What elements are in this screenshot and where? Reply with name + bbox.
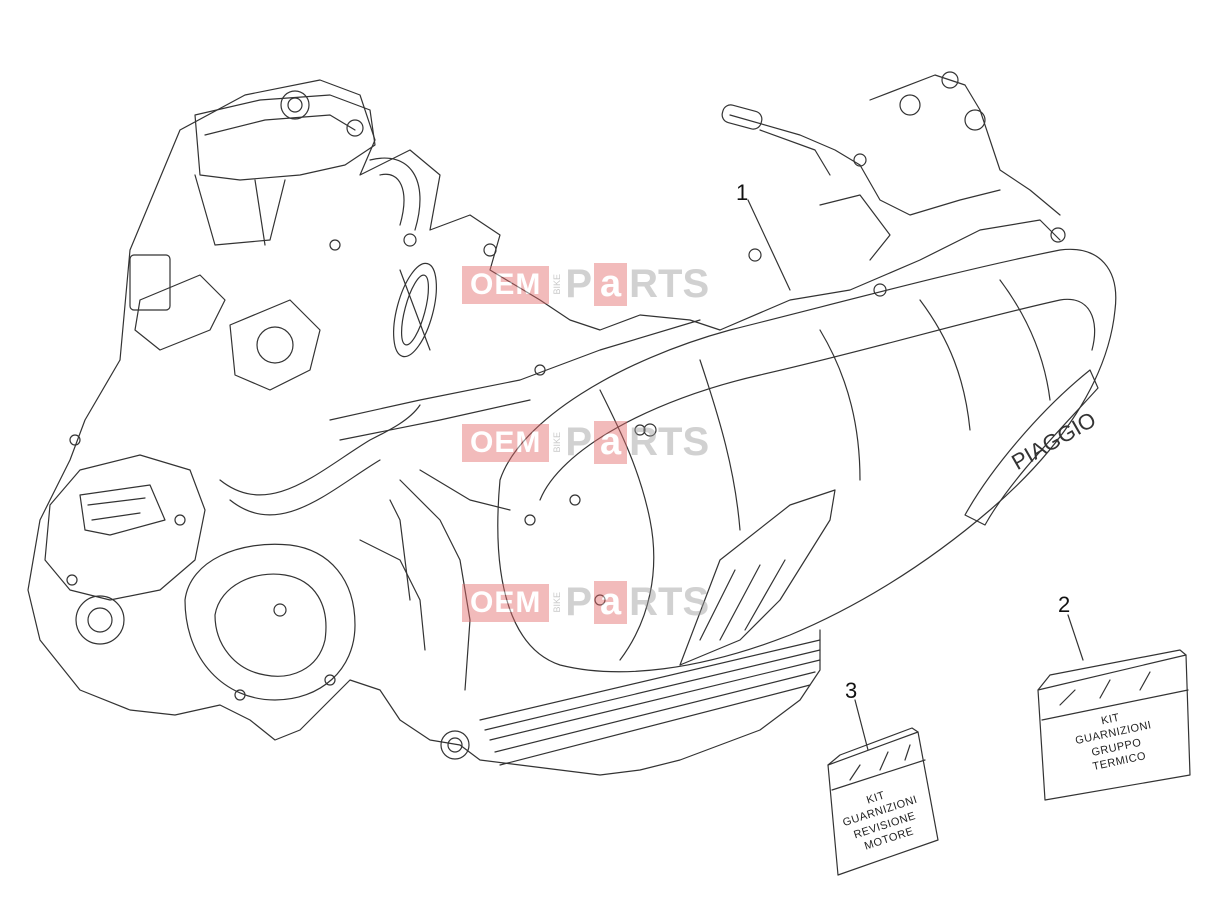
- callout-2[interactable]: 2: [1058, 592, 1071, 617]
- piaggio-logo: PIAGGIO: [1007, 407, 1100, 475]
- leader-line-1: [747, 199, 791, 291]
- leader-line-2: [1067, 614, 1084, 661]
- callout-1[interactable]: 1: [736, 180, 749, 205]
- leader-line-3: [854, 699, 869, 751]
- engine-assembly: PIAGGIO: [27, 71, 1117, 776]
- callout-3[interactable]: 3: [845, 678, 858, 703]
- kit-bag-2: [1037, 649, 1191, 801]
- kit-bag-3: [827, 727, 939, 876]
